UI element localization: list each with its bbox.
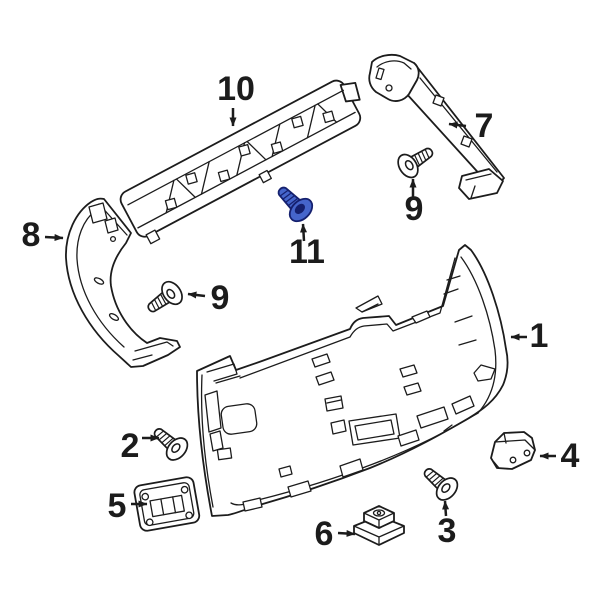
callout-11-arrow <box>300 223 307 242</box>
callout-8-label: 8 <box>22 216 41 254</box>
part-7-foot <box>458 168 504 200</box>
callout-9-right: 9 <box>405 178 424 228</box>
part-5-bracket-plate <box>133 476 201 532</box>
callout-4: 4 <box>539 437 580 475</box>
callout-10-label: 10 <box>217 70 255 108</box>
callout-2: 2 <box>121 427 160 465</box>
part-8-left-pillar-trim <box>65 197 181 368</box>
callout-1: 1 <box>510 317 549 355</box>
part-9-screw-left <box>141 277 188 321</box>
callout-4-label: 4 <box>561 437 580 475</box>
callout-11-label: 11 <box>289 233 325 271</box>
callout-9-left-arrow <box>187 291 206 299</box>
callout-7-label: 7 <box>475 107 494 145</box>
callout-6-arrow <box>337 530 356 537</box>
callout-9-right-label: 9 <box>405 190 424 228</box>
callout-9-left: 9 <box>187 279 230 317</box>
part-6-trim-clip <box>353 505 405 546</box>
callout-10: 10 <box>217 70 255 127</box>
callout-6: 6 <box>315 515 356 553</box>
callout-2-label: 2 <box>121 427 140 465</box>
callout-3-label: 3 <box>438 512 457 550</box>
part-1-liftgate-trim-panel <box>196 244 509 517</box>
callout-3: 3 <box>438 500 457 550</box>
callout-5: 5 <box>108 487 148 525</box>
callout-7: 7 <box>448 107 494 145</box>
callout-1-label: 1 <box>530 317 549 355</box>
part-10-end-tab <box>339 81 361 103</box>
callout-8: 8 <box>22 216 64 254</box>
callout-8-arrow <box>44 234 64 242</box>
callout-3-arrow <box>442 500 450 517</box>
callout-9-left-label: 9 <box>211 279 230 317</box>
callout-5-label: 5 <box>108 487 127 525</box>
part-11-screw-highlighted <box>269 178 318 227</box>
part-9-screw-right <box>393 139 440 182</box>
callout-11: 11 <box>289 223 325 271</box>
part-7-head <box>368 53 420 102</box>
part-4-wedge-bracket <box>490 431 536 470</box>
part-2-screw <box>146 420 193 465</box>
callout-7-arrow <box>448 121 467 129</box>
part-10-sill-trim-strip <box>119 79 362 245</box>
part-3-screw <box>416 460 463 505</box>
callout-6-label: 6 <box>315 515 334 553</box>
